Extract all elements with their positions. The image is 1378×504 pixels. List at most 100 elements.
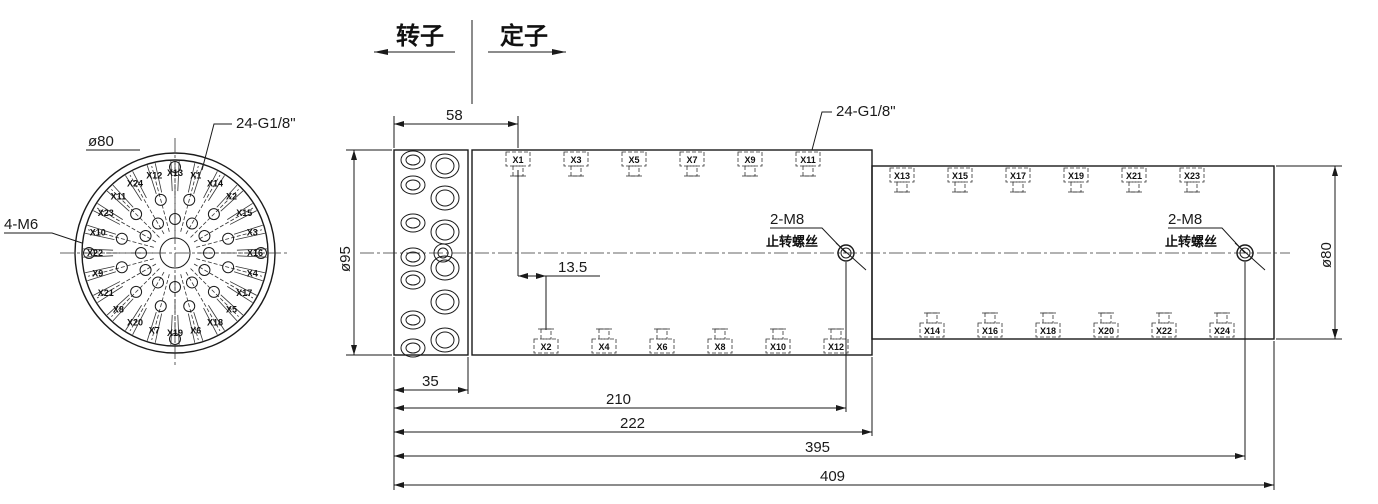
port-fitting-stem [1100,312,1112,324]
flange-port-right [430,289,460,315]
flange-port-left [400,247,426,267]
port-fitting: X13 [889,167,915,193]
radial-passage [111,268,160,317]
inner-ring-hole [169,281,181,293]
end-view-port-label: X19 [167,328,183,338]
radial-passage [151,165,170,232]
dim-210-text: 210 [606,391,631,408]
passage-wall [125,175,142,201]
port-fitting: X23 [1179,167,1205,193]
passage-wall [93,281,121,296]
passage-wall [233,271,263,282]
outer-ring-hole [183,300,196,313]
port-fitting: X14 [919,312,945,338]
port-fitting-body [889,167,915,183]
port-fitting-body [1063,167,1089,183]
dim-phi80: ø80 [1276,165,1342,340]
dim-phi95: ø95 [337,149,392,356]
flange-port-right [430,185,460,211]
end-view-port-label: X7 [149,325,160,335]
passage-wall [236,248,267,251]
end-view-port-label: X12 [146,171,162,181]
inner-ring-hole [152,276,164,289]
port-fitting: X5 [621,151,647,177]
mount-hole [169,161,181,173]
stop-screw-a-name: 止转螺丝 [766,234,818,250]
flange-port-right-inner [435,293,455,311]
port-fitting: X9 [737,151,763,177]
stop-screw-b-inner [1239,247,1251,259]
port-fitting-stem [954,181,966,193]
port-fitting: X24 [1209,312,1235,338]
radial-passage [196,229,263,248]
flange-port-right [430,255,460,281]
dim-58: 58 [393,107,519,148]
end-view-port-label: X17 [236,288,252,298]
stator-body-extension [871,165,1275,340]
dim-409-text: 409 [820,468,845,485]
flange-port-right-inner [435,157,455,175]
port-fitting: X15 [947,167,973,193]
port-fitting-label: X16 [982,326,998,336]
end-view-holes [83,161,267,345]
passage-wall [154,313,163,343]
inner-ring-hole [203,247,215,259]
end-view-port-label: X4 [247,269,258,279]
passage-wall [220,294,244,316]
port-fitting-label: X20 [1098,326,1114,336]
passage-wall [112,298,134,322]
inner-ring-hole [186,217,198,230]
port-fitting-stem [772,328,784,340]
radial-passage [87,229,154,248]
port-fitting-body [1005,167,1031,183]
flange-port-left-inner [405,179,421,191]
side-view-thread-leader [811,111,832,151]
flange-center-port [433,243,453,263]
passage-wall [187,163,196,193]
port-fitting-label: X4 [598,342,609,352]
passage-wall [146,311,157,341]
port-fitting-label: X10 [770,342,786,352]
flange-port-right-inner [435,223,455,241]
port-fitting: X7 [679,151,705,177]
port-fitting: X16 [977,312,1003,338]
radial-passage [193,263,254,299]
port-fitting-label: X11 [800,155,816,165]
end-view-port-label: X9 [92,269,103,279]
passage-wall [87,271,117,282]
radial-passage [87,258,154,277]
port-fitting: X3 [563,151,589,177]
flange-port-right-inner [435,189,455,207]
passage-wall [208,305,225,331]
end-view-port-label: X2 [226,191,237,201]
passage-wall [220,190,244,212]
flange-port-right [430,153,460,179]
stop-screw-b-outer [1236,244,1254,262]
port-fitting: X19 [1063,167,1089,193]
mount-hole [255,247,267,259]
flange-ports [400,150,460,358]
flange-port-right-inner [435,259,455,277]
end-view-port-label: X20 [127,317,143,327]
port-fitting-label: X15 [952,171,968,181]
dim-409: 409 [394,468,1274,488]
end-view-port-label: X8 [113,305,124,315]
port-fitting-label: X19 [1068,171,1084,181]
mount-hole [169,333,181,345]
dim-222: 222 [394,415,872,435]
port-fitting-label: X21 [1126,171,1142,181]
outer-ring-hole [130,208,143,221]
flange-port-left [400,310,426,330]
end-view-thread-leader [201,123,232,171]
passage-wall [193,311,204,341]
passage-wall [97,286,123,303]
end-view-thread-callout: 24-G1/8" [236,115,296,132]
end-view-mount-leader [4,232,83,244]
inner-ring-hole [169,213,181,225]
passage-wall [203,307,218,335]
radial-passage [151,274,170,341]
